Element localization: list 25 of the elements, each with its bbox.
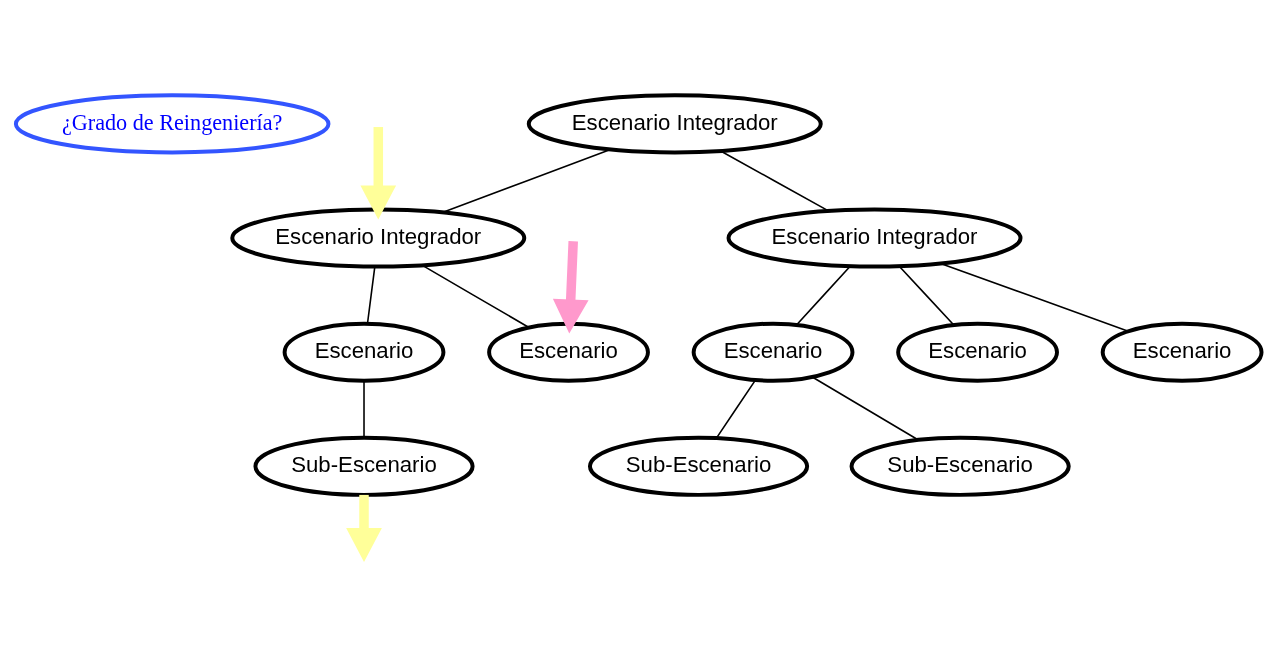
arrow xyxy=(346,494,382,562)
node-ellipse: Escenario xyxy=(487,321,650,383)
node-ellipse: Sub-Escenario xyxy=(253,435,475,497)
connector xyxy=(795,265,851,326)
node-ellipse: Escenario xyxy=(1100,321,1264,383)
node-ellipse: Escenario Integrador xyxy=(526,93,823,155)
node-ellipse: Escenario Integrador xyxy=(726,207,1023,269)
connector xyxy=(811,376,920,441)
connector xyxy=(715,379,757,439)
connector xyxy=(898,265,955,326)
node-ellipse: Sub-Escenario xyxy=(587,435,810,497)
node-ellipse: ¿Grado de Reingeniería? xyxy=(13,93,331,155)
arrow xyxy=(360,127,397,220)
connector xyxy=(720,150,830,212)
node-ellipse: Sub-Escenario xyxy=(849,435,1071,497)
node-ellipse: Escenario xyxy=(282,321,446,383)
connector xyxy=(366,266,376,325)
connector xyxy=(363,380,365,439)
arrow xyxy=(552,241,589,334)
node-ellipse: Escenario xyxy=(896,321,1059,383)
connector xyxy=(442,148,612,213)
connector xyxy=(421,264,530,329)
node-ellipse: Escenario xyxy=(691,321,855,383)
node-ellipse: Escenario Integrador xyxy=(230,207,527,269)
connector xyxy=(940,262,1130,332)
